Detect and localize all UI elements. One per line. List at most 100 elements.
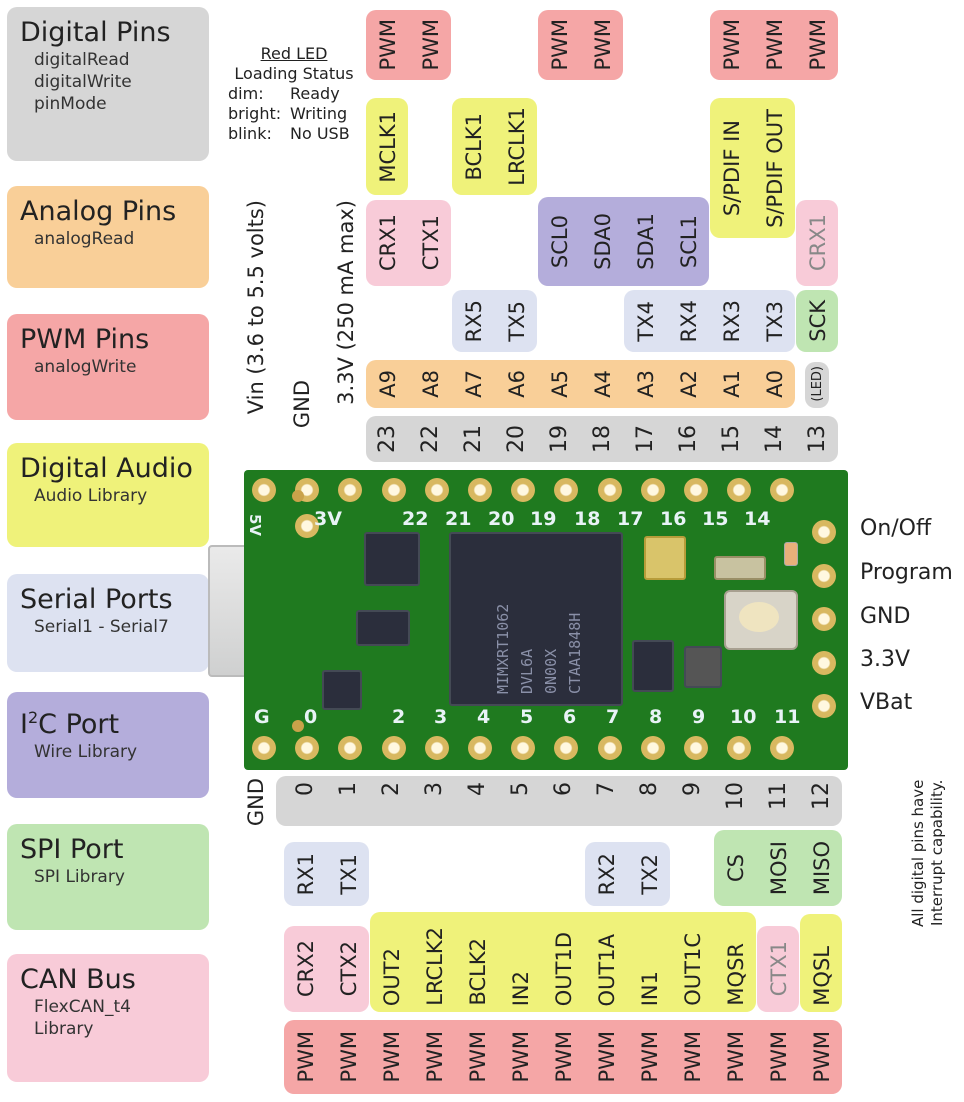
audio-label: BCLK1 (461, 112, 486, 181)
silk-label: 16 (660, 508, 687, 530)
spi-group (796, 290, 838, 352)
small-chip (322, 670, 362, 710)
audio-group (370, 912, 756, 1012)
i2c-label: SCL1 (676, 214, 701, 269)
pin-number: 10 (722, 782, 748, 810)
can-group (757, 926, 799, 1012)
led-label: (LED) (809, 366, 825, 402)
pin-number: 7 (593, 782, 619, 796)
pin-pad (812, 563, 836, 588)
legend-title: Serial Ports (20, 584, 173, 615)
serial-label: TX5 (504, 300, 529, 342)
right-pin-label: On/Off (860, 516, 932, 541)
serial-label: RX5 (461, 299, 486, 343)
audio-label: LRCLK1 (504, 107, 529, 186)
pin-number: 8 (636, 782, 662, 796)
crystal (644, 536, 686, 580)
pin-number: 22 (417, 425, 443, 453)
serial-group (585, 842, 670, 906)
pin-pad (295, 514, 319, 538)
silk-label: 17 (617, 508, 644, 530)
serial-group (284, 842, 369, 906)
pin-pad (468, 736, 492, 760)
can-label: CRX1 (805, 214, 830, 272)
analog-label: A1 (719, 370, 744, 398)
v33-label: 3.3V (250 mA max) (334, 200, 358, 405)
digital-top-group (366, 416, 838, 462)
pin-number: 19 (546, 425, 572, 453)
pin-number: 1 (335, 782, 361, 796)
pwm-label: PWM (336, 1031, 361, 1083)
can-group (366, 200, 451, 286)
status-led (784, 542, 798, 566)
serial-label: TX3 (762, 300, 787, 342)
qfn-chip (364, 532, 420, 586)
spi-label: MOSI (766, 840, 791, 896)
pin-pad (640, 736, 665, 760)
pin-pad (381, 736, 406, 760)
serial-label: TX1 (336, 853, 361, 895)
can-group (284, 926, 369, 1012)
legend-subtitle: analogWrite (34, 357, 137, 377)
pin-number: 5 (507, 782, 533, 796)
pwm-label: PWM (422, 1031, 447, 1083)
serial-group (452, 290, 537, 352)
red-led-note: Red LED Loading Status dim:Ready bright:… (224, 44, 364, 144)
silk-label: 19 (530, 508, 557, 530)
silk-label: 8 (649, 706, 663, 728)
analog-label: A0 (762, 370, 787, 398)
can-label: CRX2 (293, 940, 318, 998)
silk-label: 6 (563, 706, 577, 728)
audio-group (800, 914, 842, 1012)
pwm-label: PWM (590, 19, 615, 71)
audio-label: MQSR (723, 943, 748, 1006)
silk-label: 0 (304, 706, 318, 728)
pwm-label: PWM (680, 1031, 705, 1083)
legend-title: PWM Pins (20, 324, 150, 355)
pin-pad (770, 478, 795, 502)
pin-pad (554, 478, 579, 502)
pin-pad (468, 478, 492, 502)
pin-pad (684, 478, 708, 502)
audio-label: OUT1C (680, 933, 705, 1006)
flash-chip (632, 640, 674, 692)
silk-label: 20 (488, 508, 515, 530)
right-pin-label: GND (860, 604, 911, 629)
i2c-label: SDA0 (590, 213, 615, 270)
inductor (684, 646, 722, 688)
via (292, 720, 304, 732)
serial-label: RX4 (676, 299, 701, 343)
pin-number: 13 (804, 425, 830, 453)
pin-pad (727, 478, 752, 502)
pwm-label: PWM (293, 1031, 318, 1083)
pwm-label: PWM (379, 1031, 404, 1083)
pwm-label: PWM (637, 1031, 662, 1083)
pin-number: 12 (808, 782, 834, 810)
silk-label: 9 (692, 706, 706, 728)
pin-pad (338, 478, 363, 502)
silk-label: G (254, 706, 270, 728)
pin-pad (684, 736, 708, 760)
serial-label: RX2 (594, 852, 619, 896)
audio-label: LRCLK2 (422, 927, 447, 1006)
pwm-label: PWM (508, 1031, 533, 1083)
right-pin-label: VBat (860, 690, 913, 715)
pin-pad (295, 736, 320, 760)
pin-number: 0 (292, 782, 318, 796)
i2c-label: SCL0 (547, 214, 572, 269)
audio-label: OUT2 (379, 947, 404, 1006)
analog-label: A3 (633, 370, 658, 398)
silk-label: 14 (744, 508, 771, 530)
pin-number: 15 (718, 425, 744, 453)
pin-pad (252, 736, 276, 760)
right-pin-label: Program (860, 560, 953, 585)
pin-pad (812, 650, 836, 675)
right-pin-label: 3.3V (860, 647, 911, 672)
